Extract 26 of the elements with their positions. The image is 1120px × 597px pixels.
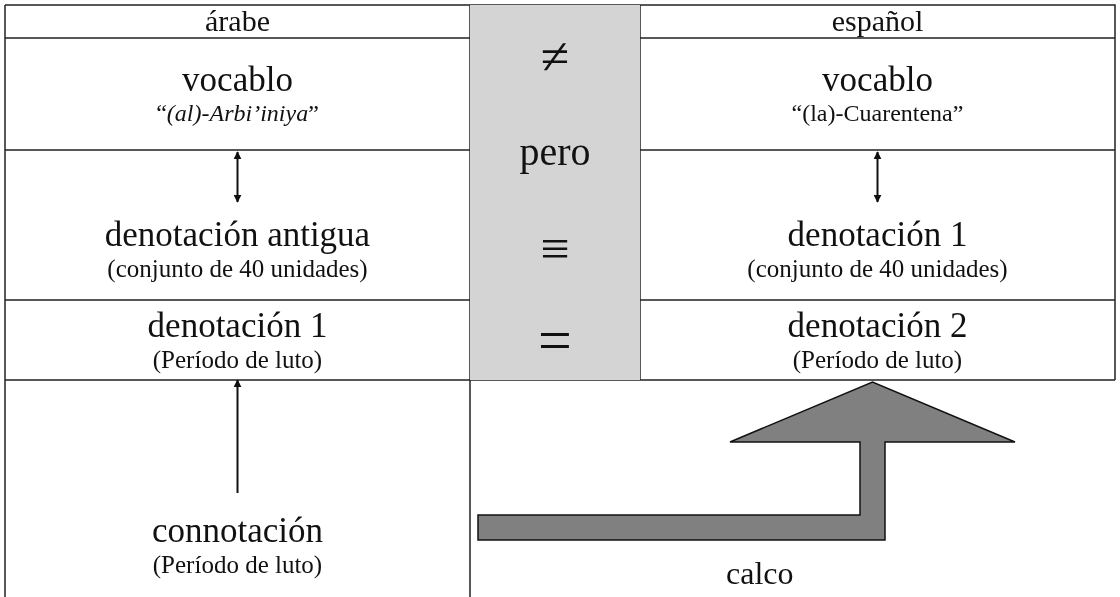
- gloss-text: (Período de luto): [152, 550, 323, 580]
- gloss-text: (conjunto de 40 unidades): [747, 254, 1008, 284]
- relation-symbol: ≠: [540, 26, 570, 87]
- term-text: denotación 2: [787, 305, 968, 346]
- arrow: [873, 151, 882, 203]
- relation-symbol: ≡: [540, 218, 570, 279]
- relation-symbol: =: [538, 305, 572, 375]
- term-text: vocablo: [822, 60, 933, 101]
- column-heading: español: [831, 4, 924, 39]
- term-text: vocablo: [182, 60, 293, 101]
- arrow: [233, 379, 242, 494]
- term-text: connotación: [151, 510, 324, 551]
- block-arrow: [477, 381, 1016, 541]
- term-text: denotación 1: [787, 214, 968, 255]
- term-text: denotación antigua: [104, 214, 371, 255]
- gloss-text: (Período de luto): [792, 345, 963, 375]
- relation-symbol: pero: [519, 129, 591, 176]
- gloss-text: “(al)-Arbi’iniya”: [156, 100, 319, 128]
- gloss-text: (Período de luto): [152, 345, 323, 375]
- gloss-text: (conjunto de 40 unidades): [107, 254, 368, 284]
- shaded-cell: [470, 5, 640, 300]
- arrow: [233, 151, 242, 203]
- gloss-text: “(la)-Cuarentena”: [791, 100, 964, 128]
- term-text: denotación 1: [147, 305, 328, 346]
- column-heading: árabe: [205, 4, 270, 39]
- shaded-cell: [470, 300, 640, 380]
